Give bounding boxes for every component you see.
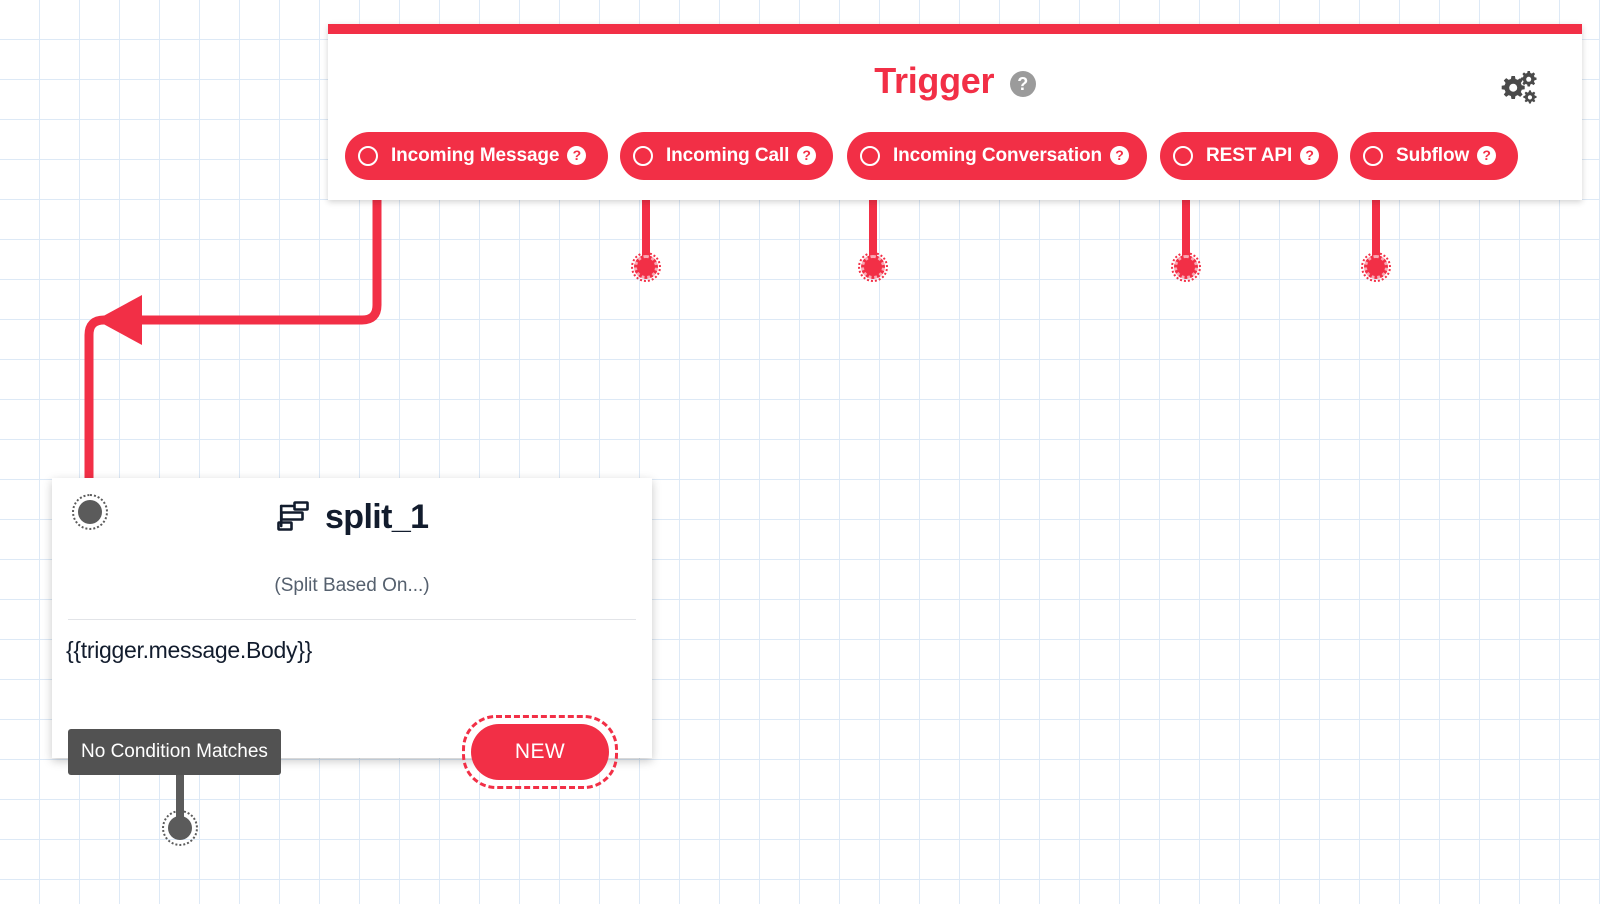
output-connector-dot-incoming-call[interactable] [631, 252, 661, 282]
divider [68, 619, 636, 620]
question-mark-icon[interactable]: ? [797, 145, 816, 165]
question-mark-icon[interactable]: ? [1110, 145, 1130, 165]
wire-split-input-drop [84, 315, 142, 494]
trigger-label: Subflow [1396, 145, 1470, 166]
widget-card-split-1[interactable]: split_1 (Split Based On...) {{trigger.me… [52, 478, 652, 758]
trigger-label: REST API [1206, 145, 1293, 166]
question-mark-icon[interactable]: ? [1009, 71, 1036, 97]
circle-outline-icon [1173, 146, 1193, 166]
trigger-label: Incoming Conversation [893, 145, 1103, 166]
wire-arrowhead [96, 295, 142, 345]
new-transition-label: NEW [514, 740, 566, 763]
trigger-incoming-conversation[interactable]: Incoming Conversation ? [847, 132, 1147, 180]
input-connector-dot[interactable] [72, 494, 108, 530]
output-connector-dot-subflow[interactable] [1361, 252, 1391, 282]
trigger-rest-api[interactable]: REST API ? [1160, 132, 1338, 180]
widget-title-row: split_1 [52, 498, 652, 537]
trigger-label: Incoming Call [666, 145, 790, 166]
circle-outline-icon [1363, 146, 1383, 166]
widget-title: split_1 [324, 498, 429, 536]
output-connector-dot-rest-api[interactable] [1171, 252, 1201, 282]
trigger-subflow[interactable]: Subflow ? [1350, 132, 1518, 180]
question-mark-icon[interactable]: ? [567, 145, 587, 165]
trigger-title-row: Trigger ? [328, 60, 1582, 102]
output-connector-dot-incoming-conversation[interactable] [858, 252, 888, 282]
page-title: Trigger [874, 60, 995, 101]
question-mark-icon[interactable]: ? [1300, 145, 1320, 165]
output-connector-dot-no-condition[interactable] [162, 810, 198, 846]
circle-outline-icon [860, 146, 880, 166]
widget-subtitle: (Split Based On...) [274, 575, 430, 596]
cogs-icon[interactable] [1496, 68, 1538, 110]
trigger-incoming-call[interactable]: Incoming Call ? [620, 132, 833, 180]
new-transition-button[interactable]: NEW [462, 715, 618, 789]
trigger-incoming-message[interactable]: Incoming Message ? [345, 132, 608, 180]
no-condition-matches-label[interactable]: No Condition Matches [68, 729, 281, 775]
question-mark-icon[interactable]: ? [1477, 145, 1497, 165]
circle-outline-icon [358, 146, 378, 166]
split-branch-icon [276, 500, 309, 531]
circle-outline-icon [633, 146, 653, 166]
trigger-label: Incoming Message [391, 145, 560, 166]
wire-incoming-message-to-split [140, 180, 382, 325]
widget-expression: {{trigger.message.Body}} [66, 637, 312, 663]
